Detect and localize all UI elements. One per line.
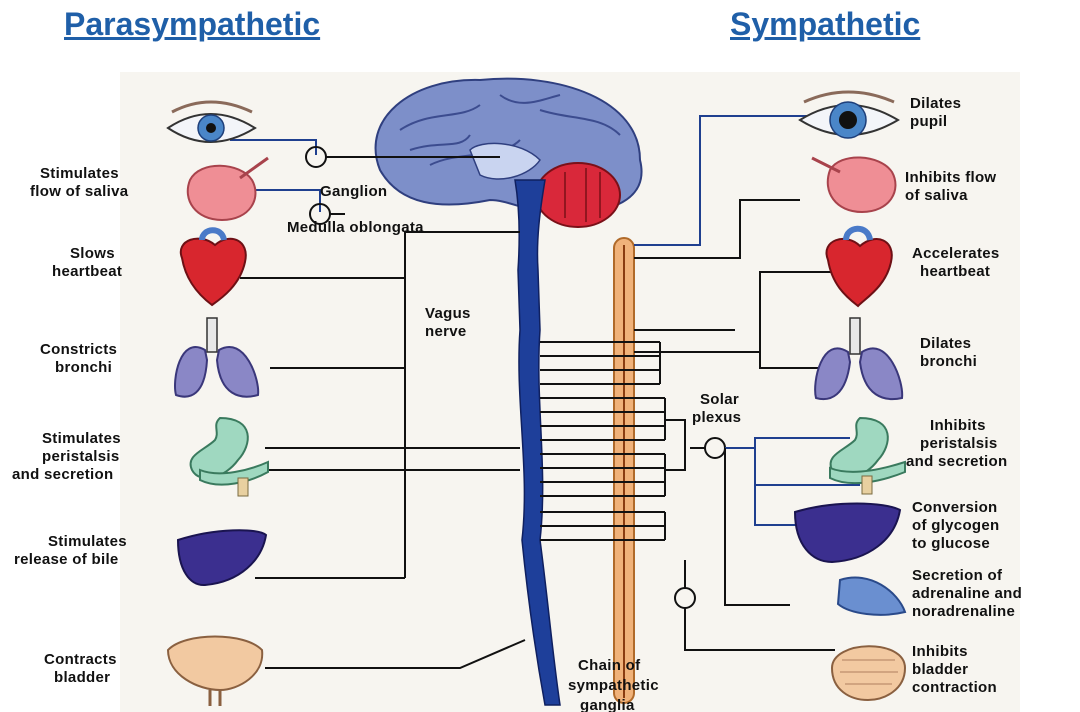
right-adrenal-label-line-2: adrenaline and [912, 585, 1022, 602]
left-liver-label-line-2: release of bile [14, 551, 119, 568]
right-saliva-label-line-1: Inhibits flow [905, 169, 996, 186]
left-bladder-label-line-1: Contracts [44, 651, 117, 668]
medulla-label: Medulla oblongata [287, 219, 424, 236]
right-eye-label-line-1: Dilates [910, 95, 961, 112]
chain-label-line-2: sympathetic [568, 677, 659, 694]
vagus-nerve-label-line-2: nerve [425, 323, 467, 340]
ganglion-label: Ganglion [320, 183, 387, 200]
right-liver-label-line-2: of glycogen [912, 517, 999, 534]
left-stomach-label-line-2: peristalsis [42, 448, 120, 465]
right-bladder-icon [832, 646, 905, 700]
right-adrenal-label-line-3: noradrenaline [912, 603, 1015, 620]
right-lungs-label-line-2: bronchi [920, 353, 977, 370]
chain-label-line-1: Chain of [578, 657, 641, 674]
chain-label-line-3: ganglia [580, 697, 635, 712]
left-heart-label-line-1: Slows [70, 245, 115, 262]
right-bladder-label-line-1: Inhibits [912, 643, 968, 660]
left-heart-label-line-2: heartbeat [52, 263, 122, 280]
left-stomach-label-line-3: and secretion [12, 466, 113, 483]
right-bladder-label-line-2: bladder [912, 661, 968, 678]
left-liver-label-line-1: Stimulates [48, 533, 127, 550]
solar-plexus-label-line-2: plexus [692, 409, 741, 426]
left-lungs-label-line-2: bronchi [55, 359, 112, 376]
right-stomach-label-line-2: peristalsis [920, 435, 998, 452]
right-eye-label-line-2: pupil [910, 113, 947, 130]
cerebellum [536, 163, 620, 227]
right-saliva-label-line-2: of saliva [905, 187, 968, 204]
vagus-nerve-label-line-1: Vagus [425, 305, 471, 322]
right-liver-label-line-3: to glucose [912, 535, 990, 552]
right-adrenal-label-line-1: Secretion of [912, 567, 1003, 584]
left-lungs-label-line-1: Constricts [40, 341, 117, 358]
solar-plexus-label-line-1: Solar [700, 391, 739, 408]
right-lungs-label-line-1: Dilates [920, 335, 971, 352]
left-saliva-label-line-2: flow of saliva [30, 183, 129, 200]
left-bladder-label-line-2: bladder [54, 669, 110, 686]
right-heart-label-line-1: Accelerates [912, 245, 1000, 262]
right-stomach-label-line-1: Inhibits [930, 417, 986, 434]
right-bladder-label-line-3: contraction [912, 679, 997, 696]
right-heart-label-line-2: heartbeat [920, 263, 990, 280]
right-stomach-label-line-3: and secretion [906, 453, 1007, 470]
right-liver-label-line-1: Conversion [912, 499, 998, 516]
left-stomach-label-line-1: Stimulates [42, 430, 121, 447]
left-saliva-label-line-1: Stimulates [40, 165, 119, 182]
